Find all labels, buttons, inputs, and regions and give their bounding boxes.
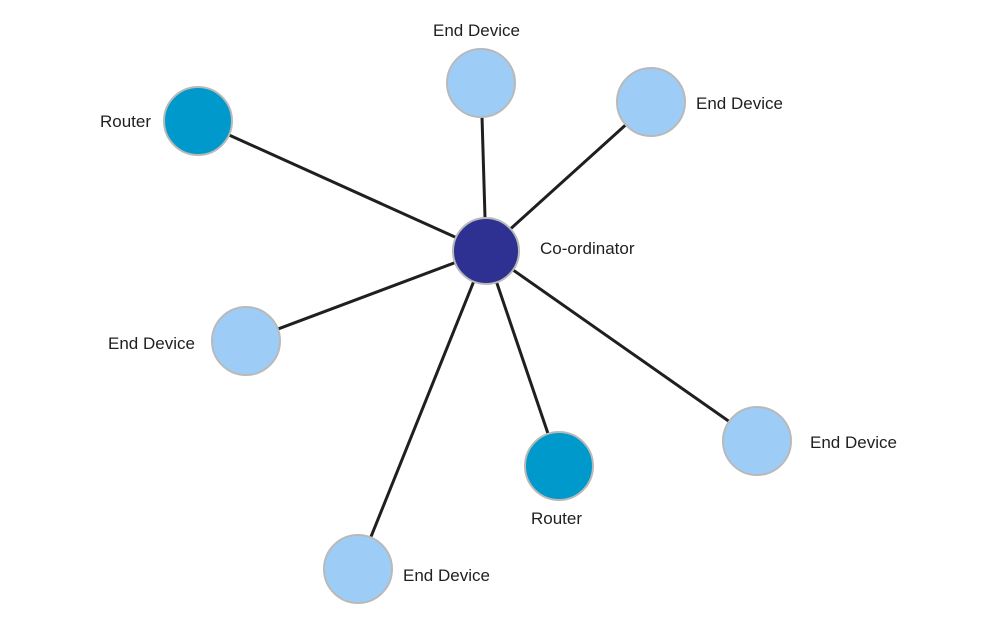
router-node-bottom (524, 431, 594, 501)
link-coordinator-router-bottom (484, 249, 561, 468)
end-device-node-top (446, 48, 516, 118)
end-device-label-top: End Device (433, 21, 520, 40)
router-label-top-left: Router (100, 112, 151, 131)
link-coordinator-end-device-right (484, 249, 759, 443)
end-device-node-left (211, 306, 281, 376)
end-device-label-left: End Device (108, 334, 195, 353)
end-device-label-right: End Device (810, 433, 897, 452)
coordinator-node (452, 217, 520, 285)
end-device-node-top-right (616, 67, 686, 137)
router-node-top-left (163, 86, 233, 156)
coordinator-label: Co-ordinator (540, 239, 635, 258)
router-label-bottom: Router (531, 509, 582, 528)
end-device-label-top-right: End Device (696, 94, 783, 113)
link-coordinator-end-device-top-right (484, 100, 653, 253)
end-device-node-right (722, 406, 792, 476)
nodes (163, 48, 792, 604)
end-device-label-bottom: End Device (403, 566, 490, 585)
link-coordinator-end-device-left (244, 249, 488, 343)
link-coordinator-end-device-bottom (356, 249, 488, 571)
links (196, 81, 759, 571)
end-device-node-bottom (323, 534, 393, 604)
link-coordinator-router-top-left (196, 119, 488, 253)
labels: Co-ordinator Router Router End Device En… (100, 21, 897, 585)
